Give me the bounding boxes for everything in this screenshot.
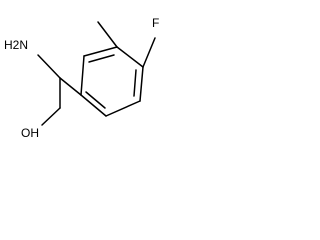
methyl-bond — [97, 21, 118, 48]
hydroxyl-label: OH — [21, 126, 39, 140]
ring-bond-2 — [116, 46, 144, 68]
ring-double-bond-3 — [85, 91, 106, 109]
ring-double-bond-1 — [88, 54, 115, 63]
ring-bond-4 — [105, 100, 141, 117]
ring-bond-5 — [80, 94, 107, 117]
fluorine-bond — [142, 37, 156, 68]
fluorine-label: F — [152, 16, 159, 30]
ring-bond-6 — [80, 55, 85, 96]
ring-to-chiral-bond — [59, 77, 82, 96]
ring-bond-3 — [139, 66, 144, 102]
amine-label: H2N — [4, 38, 28, 52]
ch2-to-oh-bond — [41, 107, 61, 126]
ring-bond-1 — [83, 46, 118, 57]
ring-double-bond-2 — [133, 69, 137, 97]
chemical-structure: H2N F OH — [4, 16, 159, 140]
amine-bond — [37, 54, 61, 79]
